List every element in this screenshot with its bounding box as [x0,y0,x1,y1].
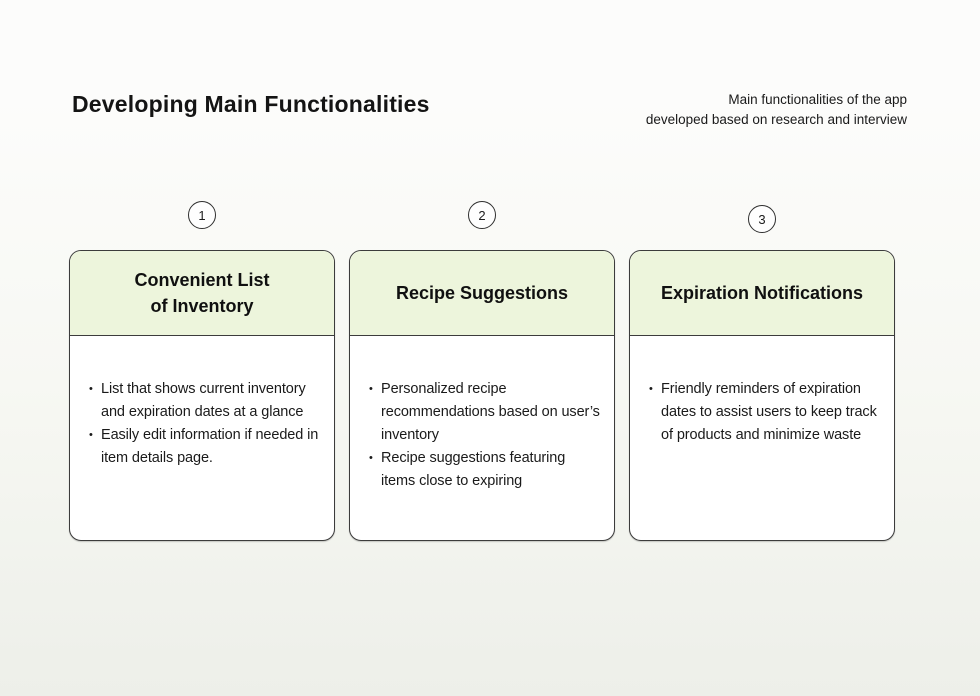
feature-column-recipes: 2 Recipe Suggestions Personalized recipe… [349,201,615,541]
bullet-item: List that shows current inventory and ex… [88,378,320,424]
feature-column-inventory: 1 Convenient List of Inventory List that… [69,201,335,541]
step-number-badge: 3 [748,205,776,233]
step-number-badge: 2 [468,201,496,229]
card-header: Recipe Suggestions [350,251,614,336]
bullet-list: Personalized recipe recommendations base… [368,378,600,493]
feature-card-notifications: Expiration Notifications Friendly remind… [629,250,895,541]
card-title-line-1: Expiration Notifications [660,283,864,303]
bullet-list: Friendly reminders of expiration dates t… [648,378,880,447]
card-body: Friendly reminders of expiration dates t… [630,336,894,447]
page-subtitle-line-1: Main functionalities of the app [728,92,907,107]
card-title-line-1: Convenient List [134,270,270,290]
page-subtitle-line-2: developed based on research and intervie… [645,111,907,127]
bullet-list: List that shows current inventory and ex… [88,378,320,470]
bullet-item: Easily edit information if needed in ite… [88,424,320,470]
step-number-badge: 1 [188,201,216,229]
card-header: Convenient List of Inventory [70,251,334,336]
card-body: Personalized recipe recommendations base… [350,336,614,493]
bullet-item: Personalized recipe recommendations base… [368,378,600,447]
feature-card-inventory: Convenient List of Inventory List that s… [69,250,335,541]
card-title-line-2: of Inventory [150,296,254,316]
page-subtitle: Main functionalities of the app develope… [646,90,907,129]
card-body: List that shows current inventory and ex… [70,336,334,470]
feature-card-recipes: Recipe Suggestions Personalized recipe r… [349,250,615,541]
page-title: Developing Main Functionalities [72,91,430,117]
bullet-item: Recipe suggestions featuring items close… [368,447,600,493]
card-title-line-1: Recipe Suggestions [395,283,569,303]
feature-column-notifications: 3 Expiration Notifications Friendly remi… [629,205,895,541]
feature-cards-row: 1 Convenient List of Inventory List that… [69,201,895,541]
bullet-item: Friendly reminders of expiration dates t… [648,378,880,447]
card-header: Expiration Notifications [630,251,894,336]
